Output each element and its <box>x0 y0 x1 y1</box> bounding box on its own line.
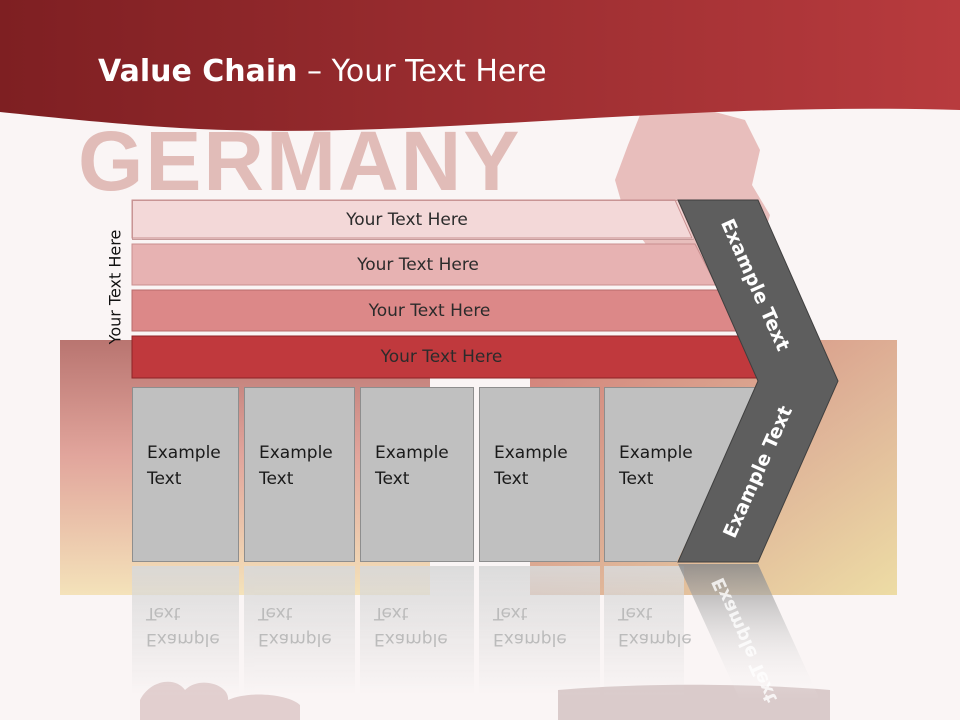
bar-2: Your Text Here <box>132 244 716 285</box>
bar-1: Your Text Here <box>132 200 694 240</box>
slide-title: Value Chain – Your Text Here <box>98 54 547 89</box>
bar-1-label: Your Text Here <box>346 210 468 230</box>
vertical-side-label: Your Text Here <box>105 229 125 345</box>
title-bold: Value Chain <box>98 54 298 89</box>
bar-2-label: Your Text Here <box>357 254 479 275</box>
title-rest: – Your Text Here <box>297 54 547 89</box>
bar-4-label: Your Text Here <box>380 347 503 367</box>
header-wave <box>0 0 960 131</box>
bar-4: Your Text Here <box>132 336 763 378</box>
bar-3: Your Text Here <box>132 290 739 331</box>
bar-3-label: Your Text Here <box>368 300 491 321</box>
